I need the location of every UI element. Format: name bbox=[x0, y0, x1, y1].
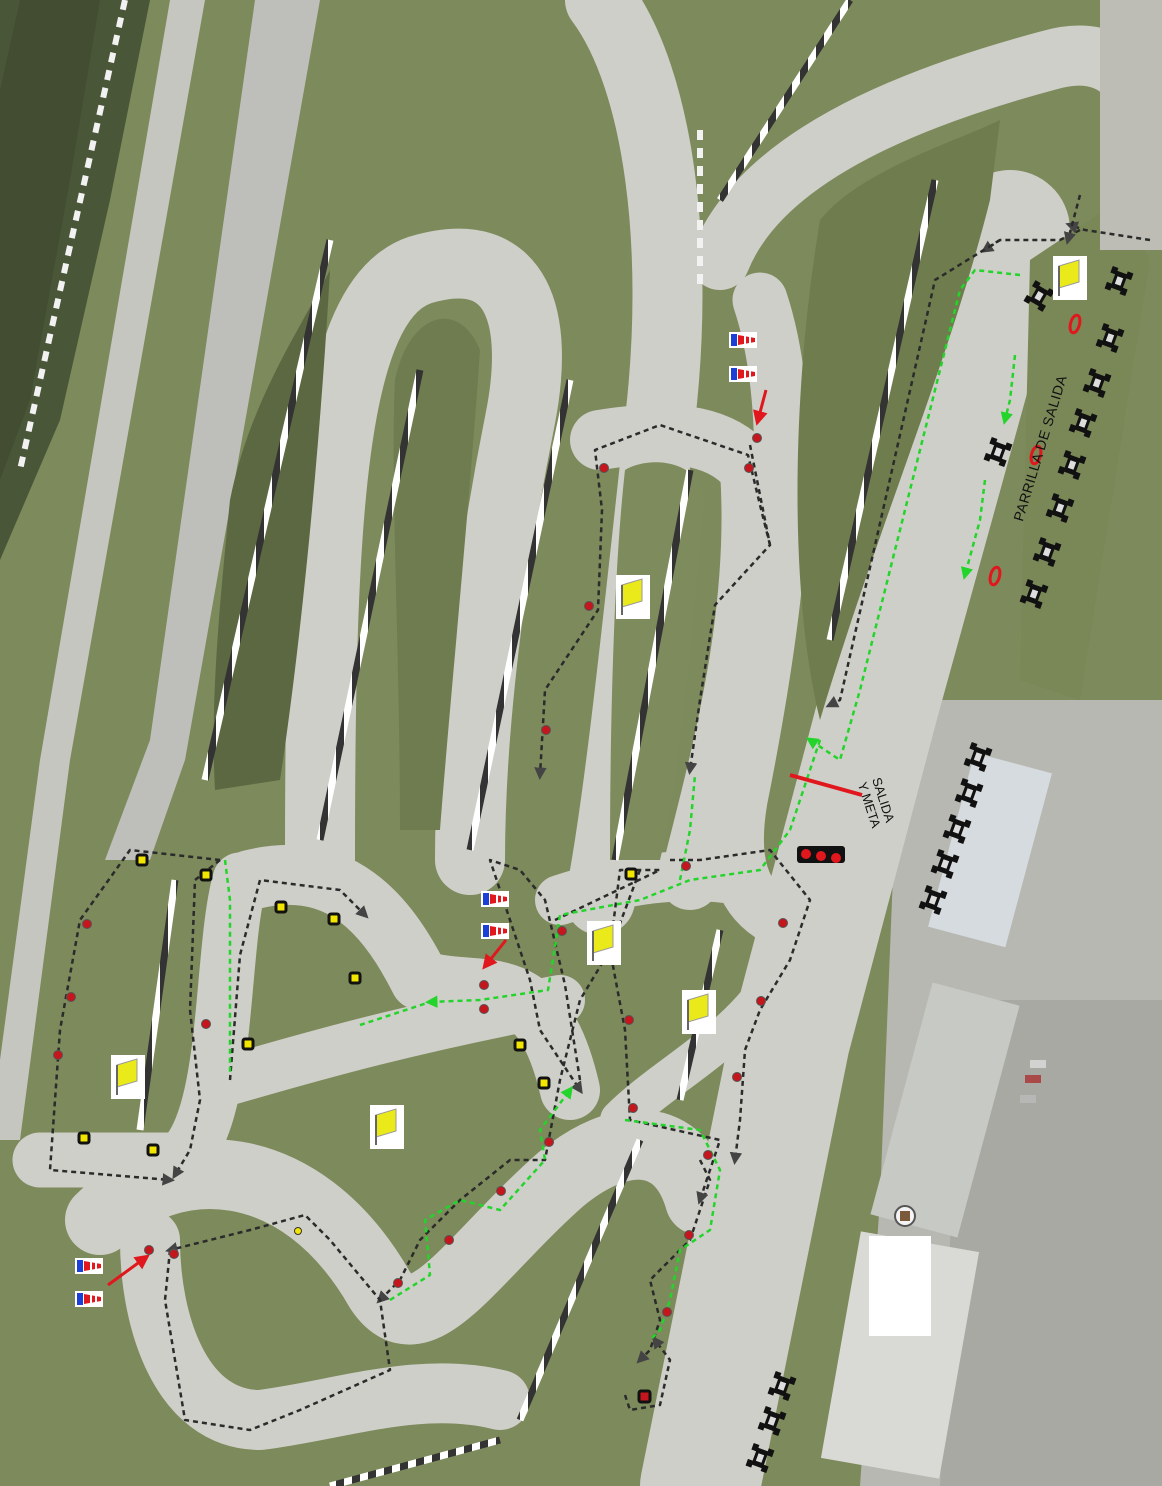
traffic-light-icon bbox=[797, 846, 845, 863]
blank-box bbox=[869, 1236, 931, 1336]
